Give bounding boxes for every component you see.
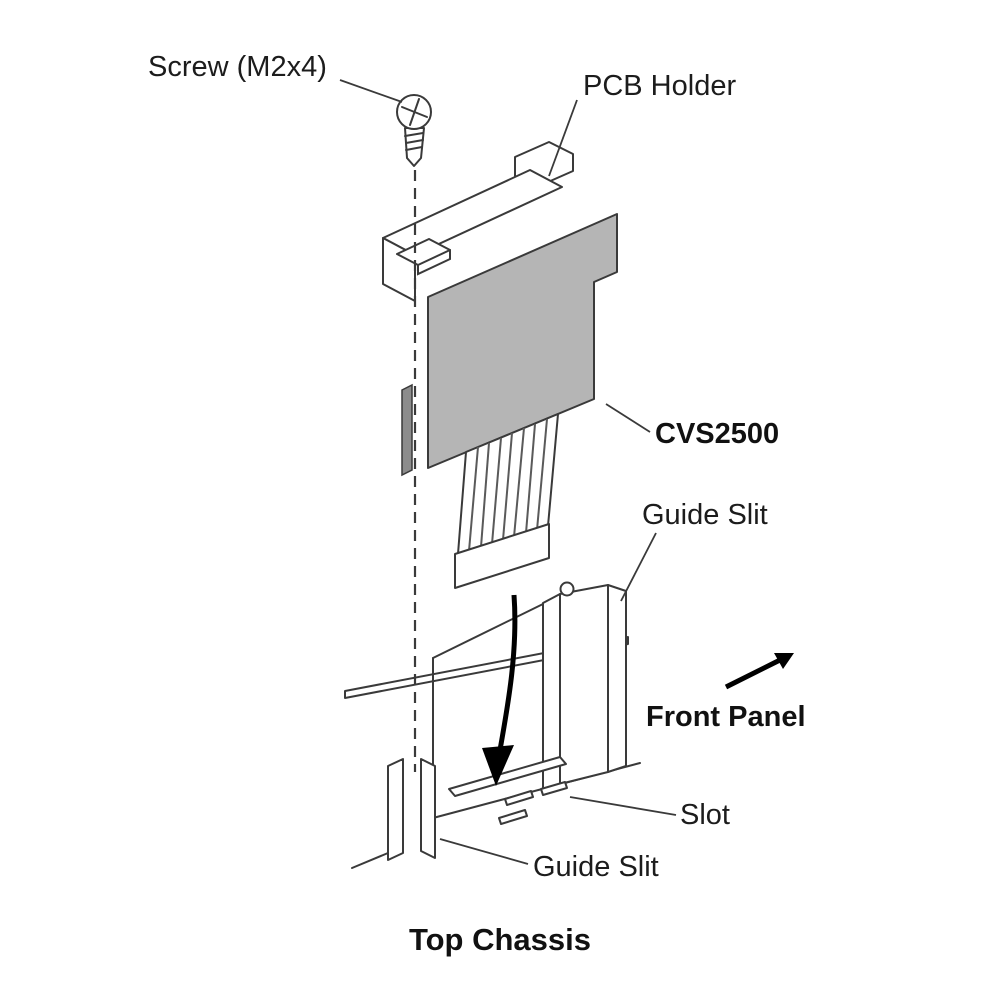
ribbon-stripe — [536, 418, 548, 531]
screw-cross-slot — [409, 98, 420, 126]
holder-hole-depth — [417, 249, 451, 276]
front-panel-arrow-head — [774, 653, 794, 669]
guide-rail-left — [387, 758, 404, 861]
guide-slit-upper-label: Guide Slit — [642, 499, 768, 531]
board-leader — [605, 403, 651, 433]
ribbon-stripe — [480, 442, 490, 548]
slot-cutout-3 — [498, 809, 528, 825]
slot-label: Slot — [680, 799, 730, 831]
slot-cutout-2 — [540, 781, 568, 796]
slot-cutout-1 — [504, 790, 534, 806]
cable-routing-arrow — [482, 594, 518, 786]
screw-label: Screw (M2x4) — [148, 51, 327, 83]
holder-top-face — [382, 169, 563, 256]
ribbon-stripe — [502, 432, 513, 541]
cable-connector — [454, 523, 550, 589]
front-panel-arrow — [724, 653, 794, 690]
slot-leader — [569, 796, 677, 816]
screw — [396, 94, 432, 167]
pcb-holder-label: PCB Holder — [583, 70, 736, 102]
screw-thread — [405, 139, 424, 144]
chassis-slot — [448, 756, 568, 825]
guide-slit-lower-label: Guide Slit — [533, 851, 659, 883]
guide-channel — [387, 758, 436, 861]
screw-leader — [339, 79, 403, 103]
ribbon-cable — [454, 413, 559, 589]
front-panel-label: Front Panel — [646, 701, 806, 733]
pcb-board — [401, 213, 618, 477]
pcb-holder-leader — [548, 99, 578, 177]
board-label: CVS2500 — [655, 418, 779, 450]
chassis-bottom-left-edge — [351, 852, 389, 869]
top-chassis — [344, 581, 641, 869]
panel-face-front — [559, 584, 609, 785]
guide-rail-right — [420, 758, 436, 859]
pcb-edge-connector — [401, 383, 413, 477]
ribbon-stripe — [525, 423, 536, 534]
panel-face-side — [607, 584, 627, 773]
screw-thread — [404, 132, 424, 137]
front-panel-arrow-shaft — [724, 657, 782, 690]
diagram-title: Top Chassis — [409, 922, 591, 957]
guide-slit-lower-leader — [439, 838, 529, 865]
slot-opening — [448, 756, 567, 797]
ribbon-stripe — [513, 427, 525, 538]
pcb-body — [427, 213, 618, 469]
routing-arrow-shaft — [497, 594, 518, 751]
screw-thread — [405, 146, 423, 151]
routing-arrow-head — [482, 745, 514, 786]
pcb-holder — [382, 141, 574, 302]
guide-slit-upper-leader — [620, 532, 657, 602]
ribbon-stripe — [468, 446, 479, 552]
front-panel-piece — [542, 581, 627, 790]
chassis-back-edge — [432, 603, 544, 659]
ribbon-stripe — [491, 437, 502, 545]
panel-screw-hole — [559, 581, 575, 597]
